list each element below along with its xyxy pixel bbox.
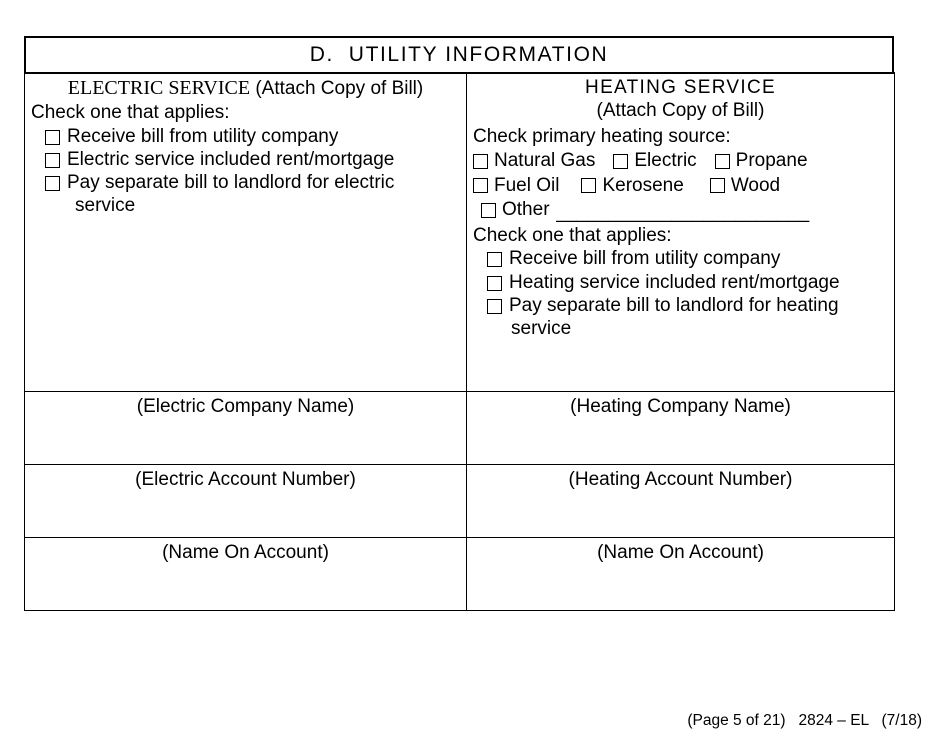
- checkbox-heating-electric[interactable]: [613, 153, 629, 169]
- electric-name-on-account-label: (Name On Account): [162, 542, 329, 564]
- heating-source-kerosene-label: Kerosene: [602, 174, 684, 196]
- heating-source-other[interactable]: Other: [481, 199, 550, 222]
- table-row-service-options: ELECTRIC SERVICE (Attach Copy of Bill) C…: [24, 71, 895, 393]
- heating-option-pay-landlord-label: Pay separate bill to landlord for heatin…: [509, 295, 839, 317]
- electric-option-included-rent[interactable]: Electric service included rent/mortgage: [31, 149, 460, 171]
- electric-service-heading-sub: (Attach Copy of Bill): [250, 78, 424, 99]
- electric-service-cell: ELECTRIC SERVICE (Attach Copy of Bill) C…: [24, 71, 467, 393]
- checkbox-electric-included-rent[interactable]: [45, 152, 60, 168]
- heating-name-on-account-label: (Name On Account): [597, 542, 764, 564]
- electric-account-number-cell[interactable]: (Electric Account Number): [24, 464, 467, 539]
- heating-service-cell: HEATING SERVICE (Attach Copy of Bill) Ch…: [466, 71, 895, 393]
- section-header: D. UTILITY INFORMATION: [24, 36, 894, 74]
- heating-service-heading-sub: (Attach Copy of Bill): [596, 99, 765, 121]
- electric-option-included-rent-label: Electric service included rent/mortgage: [67, 148, 395, 170]
- electric-cell-spacer: [31, 217, 460, 385]
- heating-option-included-rent-label: Heating service included rent/mortgage: [509, 271, 840, 293]
- heating-source-propane[interactable]: Propane: [714, 149, 808, 173]
- heating-company-name-cell[interactable]: (Heating Company Name): [466, 391, 895, 466]
- checkbox-heating-other[interactable]: [481, 203, 496, 219]
- checkbox-heating-included-rent[interactable]: [487, 275, 502, 291]
- electric-service-heading-main: ELECTRIC SERVICE: [67, 77, 251, 99]
- heating-source-propane-label: Propane: [735, 149, 808, 171]
- checkbox-electric-pay-landlord[interactable]: [45, 176, 60, 192]
- table-row-account-number: (Electric Account Number) (Heating Accou…: [24, 464, 895, 539]
- heating-account-number-label: (Heating Account Number): [568, 469, 793, 491]
- electric-option-pay-landlord-label: Pay separate bill to landlord for electr…: [67, 172, 395, 194]
- page-footer: (Page 5 of 21) 2824 – EL (7/18): [687, 712, 922, 729]
- checkbox-heating-fuel-oil[interactable]: [473, 178, 488, 194]
- electric-account-number-label: (Electric Account Number): [135, 469, 356, 491]
- checkbox-heating-receive-bill[interactable]: [487, 252, 502, 268]
- heating-source-kerosene[interactable]: Kerosene: [581, 174, 684, 198]
- heating-source-fuel-oil[interactable]: Fuel Oil: [473, 175, 559, 198]
- heating-instruction: Check one that applies:: [473, 225, 672, 247]
- heating-sources-row-2: Fuel Oil Kerosene Wood: [473, 175, 888, 198]
- heating-option-included-rent[interactable]: Heating service included rent/mortgage: [473, 272, 888, 294]
- heating-source-instruction: Check primary heating source:: [473, 125, 731, 147]
- table-row-company-name: (Electric Company Name) (Heating Company…: [24, 391, 895, 466]
- electric-service-heading: ELECTRIC SERVICE (Attach Copy of Bill): [31, 77, 460, 99]
- heating-name-on-account-cell[interactable]: (Name On Account): [466, 537, 895, 612]
- electric-instruction: Check one that applies:: [31, 102, 230, 124]
- heating-service-heading-main: HEATING SERVICE: [585, 77, 776, 98]
- heating-source-natural-gas[interactable]: Natural Gas: [473, 150, 595, 173]
- electric-option-pay-landlord-continuation: service: [75, 194, 136, 216]
- heating-source-electric-label: Electric: [634, 149, 697, 171]
- heating-company-name-label: (Heating Company Name): [570, 396, 791, 418]
- checkbox-heating-propane[interactable]: [714, 153, 730, 169]
- heating-source-natural-gas-label: Natural Gas: [494, 149, 596, 171]
- electric-option-pay-landlord[interactable]: Pay separate bill to landlord for electr…: [31, 172, 460, 194]
- checkbox-heating-natural-gas[interactable]: [473, 153, 488, 169]
- electric-name-on-account-cell[interactable]: (Name On Account): [24, 537, 467, 612]
- heating-source-wood-label: Wood: [730, 174, 781, 196]
- electric-company-name-cell[interactable]: (Electric Company Name): [24, 391, 467, 466]
- heating-option-pay-landlord-continuation: service: [511, 317, 572, 339]
- heating-sources-row-other: Other ________________________: [473, 199, 888, 224]
- heating-source-other-input-line[interactable]: ________________________: [555, 202, 810, 224]
- checkbox-heating-pay-landlord[interactable]: [487, 299, 502, 315]
- utility-information-form: D. UTILITY INFORMATION ELECTRIC SERVICE …: [24, 36, 895, 612]
- heating-sources-row-1: Natural Gas Electric Propane: [473, 150, 888, 173]
- heating-source-fuel-oil-label: Fuel Oil: [494, 174, 560, 196]
- heating-account-number-cell[interactable]: (Heating Account Number): [466, 464, 895, 539]
- section-header-title: D. UTILITY INFORMATION: [309, 43, 609, 66]
- checkbox-heating-kerosene[interactable]: [581, 178, 597, 194]
- electric-option-receive-bill-label: Receive bill from utility company: [67, 125, 339, 147]
- checkbox-heating-wood[interactable]: [709, 178, 725, 194]
- heating-source-other-label: Other: [502, 199, 550, 221]
- heating-option-pay-landlord[interactable]: Pay separate bill to landlord for heatin…: [473, 295, 888, 317]
- heating-source-wood[interactable]: Wood: [709, 174, 781, 198]
- checkbox-electric-receive-bill[interactable]: [45, 129, 60, 145]
- table-row-name-on-account: (Name On Account) (Name On Account): [24, 537, 895, 612]
- heating-source-electric[interactable]: Electric: [613, 149, 697, 173]
- heating-option-receive-bill-label: Receive bill from utility company: [509, 248, 781, 270]
- electric-company-name-label: (Electric Company Name): [136, 396, 355, 418]
- heating-option-receive-bill[interactable]: Receive bill from utility company: [473, 248, 888, 270]
- electric-option-receive-bill[interactable]: Receive bill from utility company: [31, 126, 460, 148]
- utility-table: ELECTRIC SERVICE (Attach Copy of Bill) C…: [24, 71, 895, 612]
